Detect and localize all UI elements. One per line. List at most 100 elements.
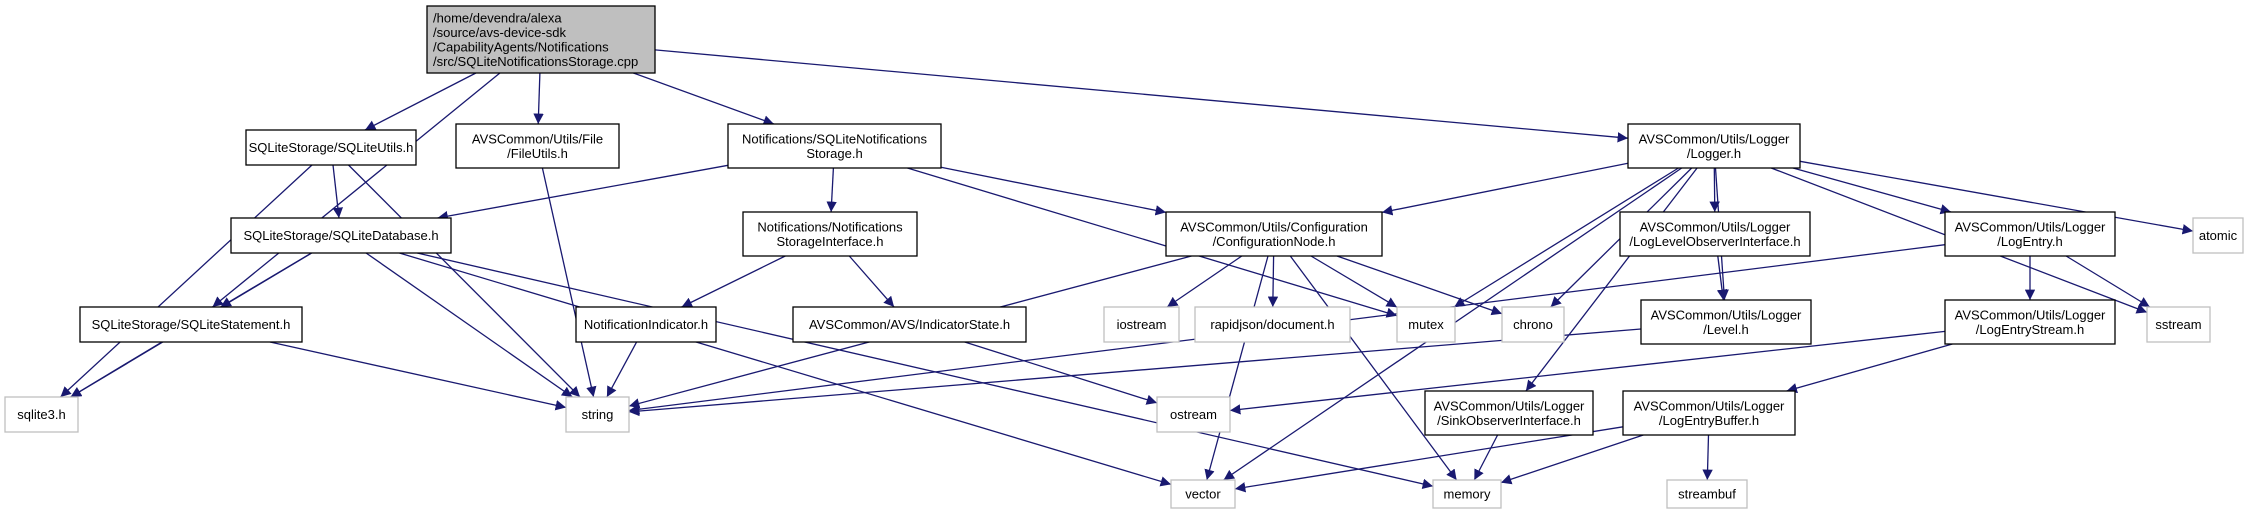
node-indicatorstate[interactable]: AVSCommon/AVS/IndicatorState.h (792, 306, 1027, 343)
node-label: atomic (2199, 228, 2238, 243)
node-box (1165, 211, 1383, 257)
edge-logger-to-logentry (1792, 167, 1952, 215)
node-label: AVSCommon/AVS/IndicatorState.h (809, 317, 1010, 332)
node-box (1170, 479, 1236, 509)
node-sqlitedb[interactable]: SQLiteStorage/SQLiteDatabase.h (230, 217, 452, 254)
node-label: /CapabilityAgents/Notifications (433, 39, 609, 54)
node-string[interactable]: string (565, 396, 630, 433)
node-box (792, 306, 1027, 343)
edge-logger-to-mutex (1453, 167, 1679, 308)
node-box (1666, 479, 1748, 509)
edge-fileutils-to-string (541, 167, 597, 398)
edge-logentrystream-to-logentrybuffer (1786, 343, 1953, 394)
node-label: NotificationIndicator.h (584, 317, 708, 332)
node-box (1103, 306, 1180, 343)
node-box (565, 396, 630, 433)
node-box (1424, 390, 1594, 436)
node-label: sqlite3.h (17, 407, 65, 422)
edge-logger-to-loglevelobs (1709, 167, 1720, 213)
node-box (1156, 396, 1231, 433)
node-root[interactable]: /home/devendra/alexa/source/avs-device-s… (426, 5, 656, 74)
node-label: /src/SQLiteNotificationsStorage.cpp (433, 54, 638, 69)
node-loglevelobs[interactable]: AVSCommon/Utils/Logger/LogLevelObserverI… (1619, 211, 1811, 257)
node-label: /source/avs-device-sdk (433, 25, 566, 40)
node-label: mutex (1408, 317, 1444, 332)
edge-sqlitestmt-to-sqlite3 (70, 341, 163, 398)
node-sstream[interactable]: sstream (2146, 306, 2211, 343)
node-sinkobs[interactable]: AVSCommon/Utils/Logger/SinkObserverInter… (1424, 390, 1594, 436)
node-label: SQLiteStorage/SQLiteUtils.h (249, 140, 414, 155)
node-label: streambuf (1678, 487, 1736, 502)
node-box (4, 396, 79, 433)
node-label: AVSCommon/Utils/Logger (1651, 307, 1802, 322)
edge-root-to-logger (654, 49, 1629, 143)
node-sqliteutils[interactable]: SQLiteStorage/SQLiteUtils.h (245, 129, 417, 166)
node-label: Notifications/SQLiteNotifications (742, 131, 927, 146)
node-fileutils[interactable]: AVSCommon/Utils/File/FileUtils.h (455, 123, 620, 169)
node-logentrybuffer[interactable]: AVSCommon/Utils/Logger/LogEntryBuffer.h (1622, 390, 1796, 436)
node-label: /SinkObserverInterface.h (1437, 413, 1581, 428)
node-box (1627, 123, 1801, 169)
node-label: sstream (2155, 317, 2201, 332)
node-box (1432, 479, 1502, 509)
edge-sqlitestmt-to-string (269, 341, 567, 411)
edge-notifstorage-to-mutex (907, 167, 1398, 318)
edge-logentrybuffer-to-memory (1500, 434, 1644, 485)
node-label: AVSCommon/Utils/Logger (1640, 219, 1791, 234)
node-label: SQLiteStorage/SQLiteStatement.h (92, 317, 291, 332)
node-box (1622, 390, 1796, 436)
node-logger[interactable]: AVSCommon/Utils/Logger/Logger.h (1627, 123, 1801, 169)
node-rapidjson[interactable]: rapidjson/document.h (1194, 306, 1351, 343)
edge-logentrybuffer-to-vector (1234, 426, 1624, 493)
node-box (575, 306, 717, 343)
edge-confignode-to-vector (1204, 255, 1269, 481)
node-box (2192, 217, 2244, 254)
node-atomic[interactable]: atomic (2192, 217, 2244, 254)
node-notififace[interactable]: Notifications/NotificationsStorageInterf… (742, 211, 918, 257)
node-label: /LogLevelObserverInterface.h (1629, 234, 1800, 249)
node-vector[interactable]: vector (1170, 479, 1236, 509)
edge-indicatorstate-to-ostream (964, 341, 1158, 405)
edge-notififace-to-notifindicator (681, 255, 786, 308)
edge-notifstorage-to-confignode (940, 166, 1167, 216)
node-label: chrono (1513, 317, 1553, 332)
node-notifindicator[interactable]: NotificationIndicator.h (575, 306, 717, 343)
node-chrono[interactable]: chrono (1501, 306, 1565, 343)
node-label: Storage.h (806, 146, 862, 161)
node-sqlitestmt[interactable]: SQLiteStorage/SQLiteStatement.h (79, 306, 303, 343)
edge-logger-to-atomic (1799, 160, 2194, 235)
node-label: string (582, 407, 614, 422)
node-box (1944, 211, 2116, 257)
node-confignode[interactable]: AVSCommon/Utils/Configuration/Configurat… (1165, 211, 1383, 257)
edge-root-to-sqlitestmt (212, 72, 501, 308)
node-label: AVSCommon/Utils/Logger (1955, 219, 2106, 234)
node-level[interactable]: AVSCommon/Utils/Logger/Level.h (1640, 299, 1812, 345)
edge-logentry-to-sstream (2065, 255, 2151, 308)
node-label: StorageInterface.h (777, 234, 884, 249)
edge-root-to-notifstorage (633, 72, 775, 126)
node-logentrystream[interactable]: AVSCommon/Utils/Logger/LogEntryStream.h (1944, 299, 2116, 345)
edge-logger-to-confignode (1381, 162, 1629, 216)
node-box (230, 217, 452, 254)
edge-sqlitedb-to-memory (417, 252, 1434, 489)
node-label: Notifications/Notifications (757, 219, 903, 234)
node-label: /Logger.h (1687, 146, 1741, 161)
node-label: AVSCommon/Utils/Configuration (1180, 219, 1368, 234)
node-mutex[interactable]: mutex (1396, 306, 1456, 343)
edge-notifindicator-to-string (606, 341, 638, 398)
node-memory[interactable]: memory (1432, 479, 1502, 509)
node-label: AVSCommon/Utils/Logger (1639, 131, 1790, 146)
node-streambuf[interactable]: streambuf (1666, 479, 1748, 509)
node-iostream[interactable]: iostream (1103, 306, 1180, 343)
edge-sqlitedb-to-vector (399, 252, 1172, 487)
edge-confignode-to-rapidjson (1267, 255, 1279, 308)
node-label: AVSCommon/Utils/Logger (1634, 398, 1785, 413)
edge-logentrystream-to-ostream (1229, 330, 1946, 415)
node-ostream[interactable]: ostream (1156, 396, 1231, 433)
node-sqlite3[interactable]: sqlite3.h (4, 396, 79, 433)
node-notifstorage[interactable]: Notifications/SQLiteNotificationsStorage… (727, 123, 942, 169)
node-label: AVSCommon/Utils/Logger (1434, 398, 1585, 413)
edge-sqliteutils-to-sqlitedb (332, 164, 343, 219)
node-logentry[interactable]: AVSCommon/Utils/Logger/LogEntry.h (1944, 211, 2116, 257)
